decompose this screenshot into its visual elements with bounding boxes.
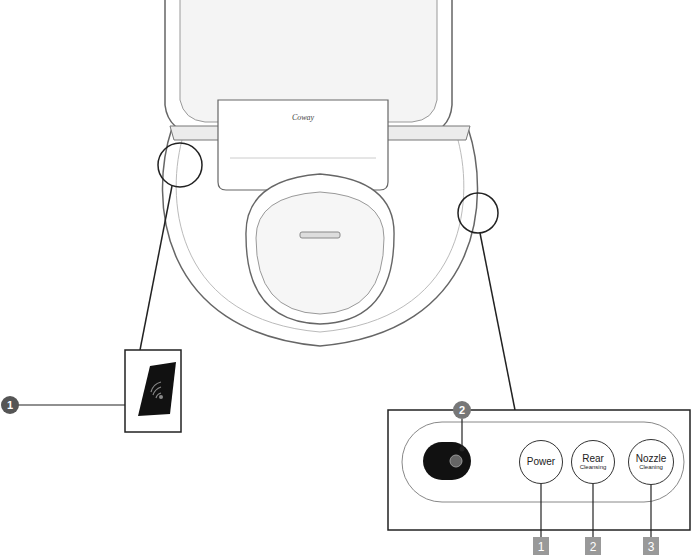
inset-box: [125, 350, 181, 432]
button-sublabel: Cleaning: [639, 464, 663, 470]
nozzle-cover: [300, 232, 340, 238]
callout-number: 2: [459, 405, 465, 416]
button-label: Nozzle: [636, 454, 667, 465]
sensor-icon: [159, 395, 163, 399]
number-tag: [533, 537, 549, 555]
sensor-window: [138, 362, 176, 416]
number-tag: [585, 537, 601, 555]
callout-line: [592, 478, 593, 537]
remote-receiver: [423, 442, 471, 480]
callout-circle: [1, 396, 19, 414]
leader-line: [140, 186, 172, 350]
button-number: 3: [648, 541, 655, 553]
callout-number: 1: [7, 400, 13, 411]
zoom-circle: [458, 193, 498, 233]
callout-circle: [453, 401, 471, 419]
button-number: 2: [590, 541, 597, 553]
brand-logo: Coway: [292, 114, 314, 122]
zoom-circle: [158, 143, 202, 187]
leader-line: [480, 233, 515, 410]
callout-line: [650, 478, 651, 537]
receiver-lens: [450, 455, 462, 467]
control-panel: [402, 422, 684, 502]
button-circle: Power: [519, 440, 563, 484]
inset-box: [388, 410, 690, 530]
panel-line: [230, 158, 376, 159]
callout-dot: [460, 447, 465, 452]
callout-line: [540, 478, 541, 537]
button-number: 1: [538, 541, 545, 553]
number-tag: [643, 537, 659, 555]
bowl-inner: [256, 192, 384, 314]
button-label: Power: [527, 457, 555, 468]
callout-line: [461, 419, 462, 448]
bowl-rim: [246, 174, 394, 324]
sensor-icon: [151, 382, 161, 398]
button-circle: NozzleCleaning: [628, 439, 674, 485]
button-circle: RearCleansing: [571, 440, 615, 484]
callout-line: [18, 404, 125, 405]
lid: [165, 0, 452, 136]
button-label: Rear: [582, 454, 604, 465]
button-sublabel: Cleansing: [580, 464, 607, 470]
